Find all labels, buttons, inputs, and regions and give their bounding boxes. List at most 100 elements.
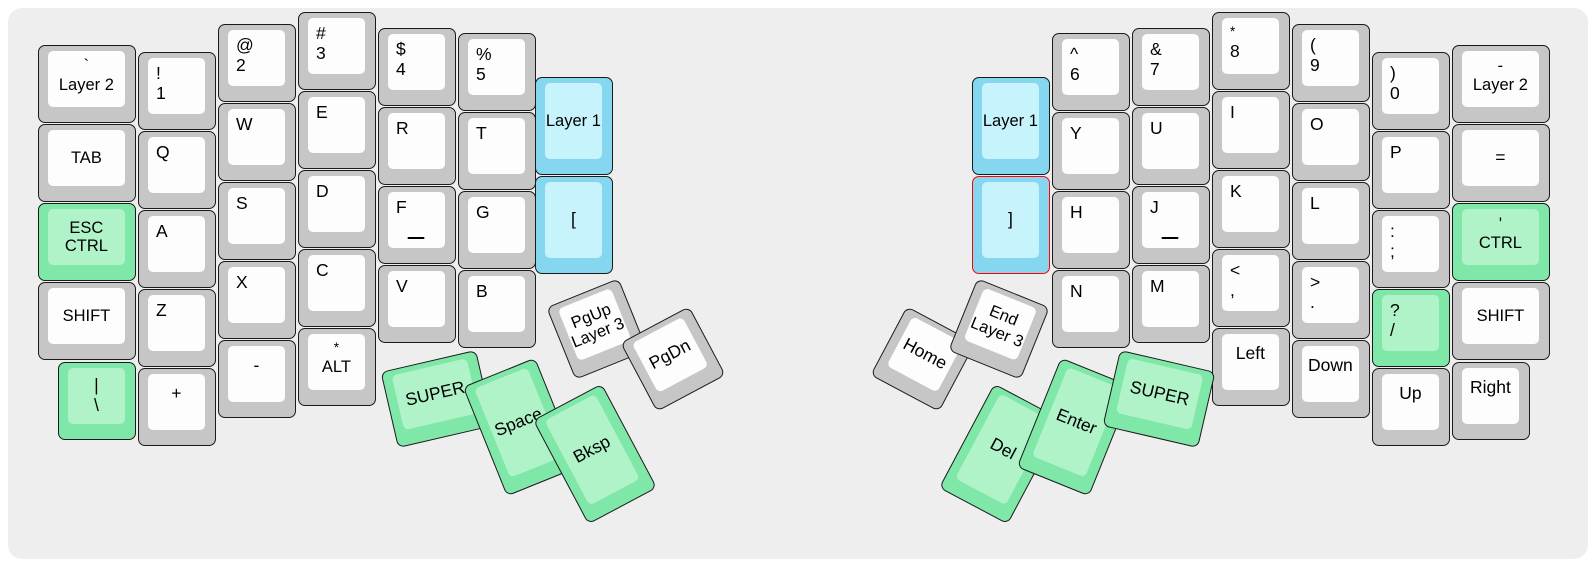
key-u[interactable]: U	[1132, 107, 1210, 185]
key-q[interactable]: Q	[138, 131, 216, 209]
key-1-exclaim[interactable]: !1	[138, 52, 216, 130]
key-m[interactable]: M	[1132, 265, 1210, 343]
key-face: Left	[1222, 334, 1279, 390]
key-z[interactable]: Z	[138, 289, 216, 367]
key-pipe-backslash[interactable]: |\	[58, 362, 136, 440]
key-slash-question[interactable]: ?/	[1372, 289, 1450, 367]
key-h[interactable]: H	[1052, 191, 1130, 269]
key-plus[interactable]: +	[138, 368, 216, 446]
key-shift-label: >	[1310, 272, 1321, 292]
key-layer1-left[interactable]: Layer 1	[535, 77, 613, 175]
key-9-lparen[interactable]: (9	[1292, 24, 1370, 102]
key-label: I	[1230, 102, 1235, 122]
key-face: D	[308, 176, 365, 232]
key-down-arrow[interactable]: Down	[1292, 340, 1370, 418]
key-super-right[interactable]: SUPER	[1102, 349, 1216, 449]
key-label: Enter	[1053, 404, 1100, 439]
key-0-rparen[interactable]: )0	[1372, 52, 1450, 130]
key-face: `Layer 2	[48, 51, 125, 107]
key-grave-layer2[interactable]: `Layer 2	[38, 45, 136, 123]
key-label: Home	[899, 333, 951, 374]
key-a[interactable]: A	[138, 210, 216, 288]
key-face: %5	[468, 39, 525, 95]
key-up-arrow[interactable]: Up	[1372, 368, 1450, 446]
key-label: SUPER	[1128, 376, 1192, 410]
key-face: N	[1062, 276, 1119, 332]
key-shift-label: %	[476, 44, 492, 64]
key-label: F	[396, 197, 407, 217]
key-label: S	[236, 193, 248, 213]
key-label: X	[236, 272, 248, 292]
key-asterisk-alt[interactable]: *ALT	[298, 328, 376, 406]
key-semicolon-colon[interactable]: :;	[1372, 210, 1450, 288]
key-v[interactable]: V	[378, 265, 456, 343]
key-period-gt[interactable]: >.	[1292, 261, 1370, 339]
key-face: PgDn	[631, 316, 709, 393]
key-i[interactable]: I	[1212, 91, 1290, 169]
key-c[interactable]: C	[298, 249, 376, 327]
key-7-ampersand[interactable]: &7	[1132, 28, 1210, 106]
key-tab[interactable]: TAB	[38, 124, 136, 202]
key-label: ,	[1230, 279, 1235, 300]
key-face: Bksp	[544, 394, 640, 506]
key-label: TAB	[70, 148, 102, 167]
key-label: V	[396, 276, 408, 296]
key-label: 5	[476, 63, 486, 84]
key-shift-right[interactable]: SHIFT	[1452, 282, 1550, 360]
key-n[interactable]: N	[1052, 270, 1130, 348]
key-k[interactable]: K	[1212, 170, 1290, 248]
key-r[interactable]: R	[378, 107, 456, 185]
key-face: ^6	[1062, 39, 1119, 95]
key-s[interactable]: S	[218, 182, 296, 260]
key-bracket-left[interactable]: [	[535, 176, 613, 274]
key-5-percent[interactable]: %5	[458, 33, 536, 111]
key-t[interactable]: T	[458, 112, 536, 190]
key-face: $4	[388, 34, 445, 90]
key-label: 2	[236, 54, 246, 75]
key-j[interactable]: J	[1132, 186, 1210, 264]
key-p[interactable]: P	[1372, 131, 1450, 209]
key-f[interactable]: F	[378, 186, 456, 264]
key-face: Home	[886, 316, 964, 393]
key-w[interactable]: W	[218, 103, 296, 181]
key-label: H	[1070, 202, 1083, 222]
key-g[interactable]: G	[458, 191, 536, 269]
key-right-arrow[interactable]: Right	[1452, 362, 1530, 440]
key-e[interactable]: E	[298, 91, 376, 169]
key-bracket-right[interactable]: ]	[972, 176, 1050, 274]
key-equals[interactable]: =	[1452, 124, 1550, 202]
key-l[interactable]: L	[1292, 182, 1370, 260]
key-quote-ctrl[interactable]: 'CTRL	[1452, 203, 1550, 281]
key-4-dollar[interactable]: $4	[378, 28, 456, 106]
key-minus-layer2[interactable]: -Layer 2	[1452, 45, 1550, 123]
key-face: P	[1382, 137, 1439, 193]
key-b[interactable]: B	[458, 270, 536, 348]
key-label: D	[316, 181, 329, 201]
key-minus-left[interactable]: -	[218, 340, 296, 418]
key-3-hash[interactable]: #3	[298, 12, 376, 90]
key-label: Y	[1070, 123, 1082, 143]
key-label: N	[1070, 281, 1083, 301]
key-label: ;	[1390, 240, 1395, 261]
homing-bar-icon	[407, 236, 425, 239]
key-comma-lt[interactable]: <,	[1212, 249, 1290, 327]
key-label: CTRL	[1478, 233, 1522, 252]
key-shift-label: ?	[1390, 300, 1400, 320]
key-6-caret[interactable]: ^6	[1052, 33, 1130, 111]
key-o[interactable]: O	[1292, 103, 1370, 181]
key-left-arrow[interactable]: Left	[1212, 328, 1290, 406]
key-y[interactable]: Y	[1052, 112, 1130, 190]
key-x[interactable]: X	[218, 261, 296, 339]
key-label: O	[1310, 114, 1324, 134]
key-2-at[interactable]: @2	[218, 24, 296, 102]
key-face: =	[1462, 130, 1539, 186]
key-label: C	[316, 260, 329, 280]
key-d[interactable]: D	[298, 170, 376, 248]
key-8-asterisk[interactable]: *8	[1212, 12, 1290, 90]
key-label: 3	[316, 42, 326, 63]
key-esc-ctrl[interactable]: ESC CTRL	[38, 203, 136, 281]
key-shift-left[interactable]: SHIFT	[38, 282, 136, 360]
key-layer1-right[interactable]: Layer 1	[972, 77, 1050, 175]
key-face: X	[228, 267, 285, 323]
key-label: Layer 1	[982, 111, 1038, 130]
